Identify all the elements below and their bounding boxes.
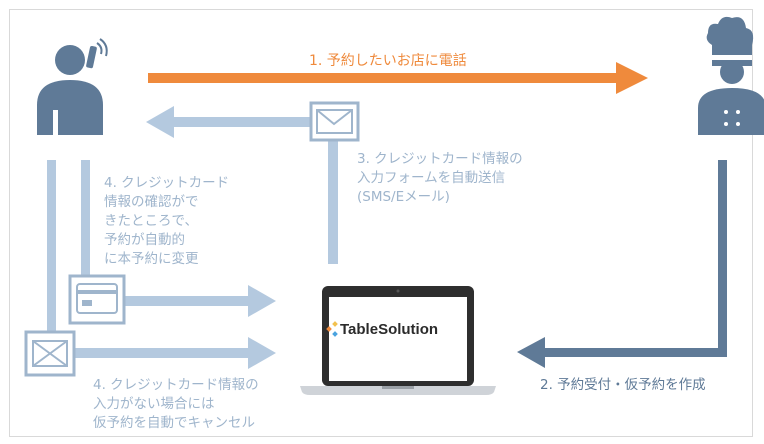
flow-line-confirmed xyxy=(81,160,90,300)
arrow-step4-cancel xyxy=(60,337,276,369)
arrow-step2 xyxy=(517,160,727,368)
laptop-brand-label: TableSolution xyxy=(340,321,439,338)
step1-label: 1. 予約したいお店に電話 xyxy=(309,53,467,69)
step2-label: 2. 予約受付・仮予約を作成 xyxy=(540,377,706,393)
laptop-icon xyxy=(300,286,496,395)
phone-caller-icon xyxy=(37,38,108,135)
step4-cancel-label: 4. クレジットカード情報の 入力がない場合には 仮予約を自動でキャンセル xyxy=(93,377,259,431)
envelope-x-icon xyxy=(24,330,76,377)
diagram-frame xyxy=(9,9,753,437)
credit-card-icon xyxy=(68,274,126,325)
step3-label: 3. クレジットカード情報の 入力フォームを自動送信 (SMS/Eメール) xyxy=(357,151,523,205)
arrow-step4-confirmed xyxy=(90,285,276,317)
envelope-icon xyxy=(309,101,360,142)
chef-icon xyxy=(698,16,764,135)
arrow-step1 xyxy=(148,62,648,94)
flow-line-cancel xyxy=(47,160,56,355)
tablesolution-logo-icon xyxy=(326,321,338,337)
arrow-step3 xyxy=(146,106,338,264)
step4-confirmed-label: 4. クレジットカード 情報の確認がで きたところで、 予約が自動的 に本予約に… xyxy=(104,175,230,267)
